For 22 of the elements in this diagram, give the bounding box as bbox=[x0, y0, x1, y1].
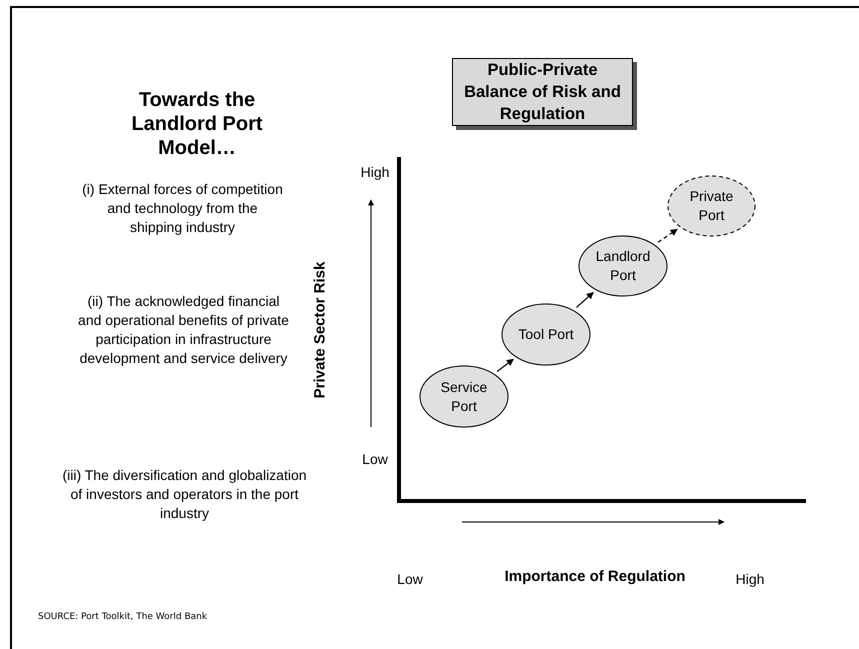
arrow bbox=[658, 228, 678, 243]
list-item: (iii) The diversification and globalization of investors and operators in the port industry bbox=[62, 466, 307, 523]
node-label: Tool Port bbox=[518, 325, 574, 344]
list-item: (ii) The acknowledged financial and operational benefits of private participation in infrastructure development and service delivery bbox=[77, 292, 290, 368]
axis-label: High bbox=[734, 570, 766, 589]
node-label: Service Port bbox=[440, 378, 488, 416]
arrow bbox=[576, 292, 594, 308]
ellipse-node bbox=[578, 235, 668, 297]
source-note: SOURCE: Port Toolkit, The World Bank bbox=[38, 611, 208, 624]
axis-title: Private Sector Risk bbox=[310, 262, 330, 398]
heading: Towards the Landlord Port Model… bbox=[130, 88, 264, 160]
axis-title: Importance of Regulation bbox=[504, 567, 686, 586]
axis-label: Low bbox=[361, 450, 389, 469]
axis-label: High bbox=[360, 163, 390, 182]
list-item: (i) External forces of competition and technology from the shipping industry bbox=[81, 180, 284, 237]
axis-label: Low bbox=[396, 570, 424, 589]
node-label: Private Port bbox=[688, 187, 734, 225]
ellipse-node bbox=[419, 365, 509, 428]
arrow bbox=[496, 358, 514, 372]
ellipse-node bbox=[667, 175, 756, 237]
node-label: Landlord Port bbox=[595, 247, 651, 285]
ellipse-node bbox=[501, 303, 591, 366]
